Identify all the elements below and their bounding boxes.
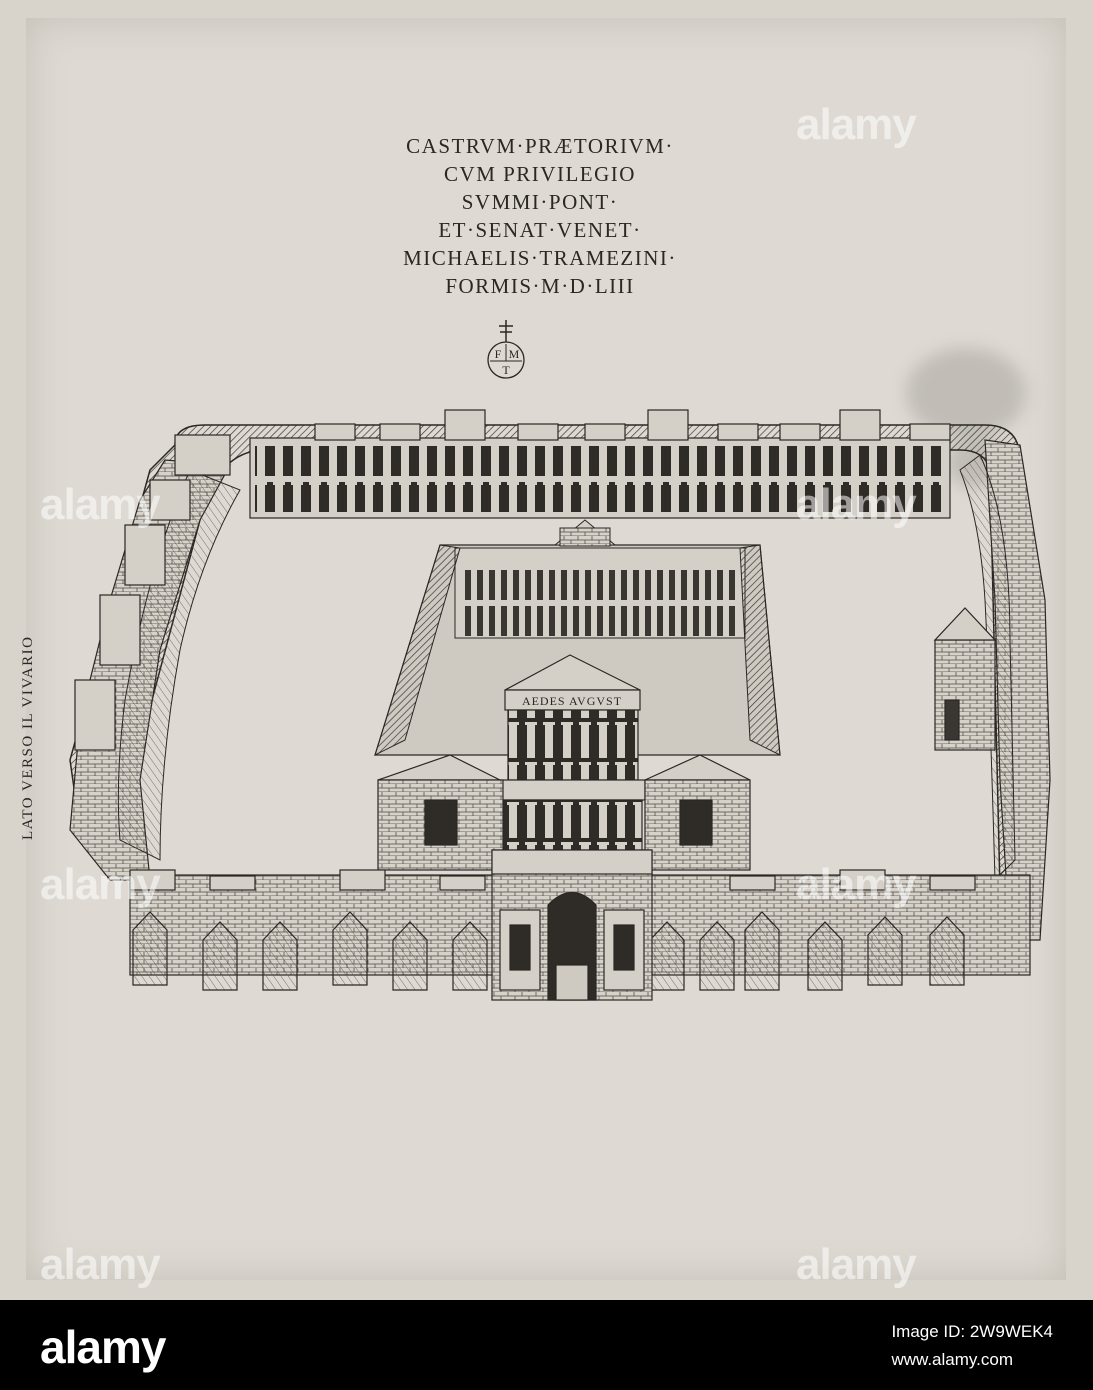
print-title: CASTRVM·PRÆTORIVM· CVM PRIVILEGIO SVMMI·…	[300, 132, 780, 300]
fortress-engraving: AEDES AVGVST	[69, 409, 1051, 1001]
watermark: alamy	[796, 860, 917, 909]
monogram-letter: T	[502, 363, 510, 377]
watermark: alamy	[796, 480, 917, 529]
brand-logo: alamy	[40, 1321, 166, 1373]
watermark: alamy	[40, 860, 161, 909]
publisher-monogram: F M T	[487, 320, 525, 379]
photo-frame: CASTRVM·PRÆTORIVM· CVM PRIVILEGIO SVMMI·…	[0, 0, 1093, 1300]
title-line: SVMMI·PONT·	[461, 190, 619, 214]
monogram-letter: F	[495, 347, 502, 361]
footer-bar: alamy Image ID: 2W9WEK4 www.alamy.com	[0, 1300, 1093, 1390]
title-line: CASTRVM·PRÆTORIVM·	[406, 134, 674, 158]
temple-inscription: AEDES AVGVST	[522, 694, 622, 708]
site-url: www.alamy.com	[891, 1350, 1013, 1369]
watermark: alamy	[40, 480, 161, 529]
title-line: FORMIS·M·D·LIII	[445, 274, 635, 298]
watermark: alamy	[796, 100, 917, 149]
title-line: ET·SENAT·VENET·	[438, 218, 642, 242]
watermark: alamy	[40, 1240, 161, 1289]
title-line: MICHAELIS·TRAMEZINI·	[403, 246, 677, 270]
title-line: CVM PRIVILEGIO	[444, 162, 636, 186]
image-id: Image ID: 2W9WEK4	[891, 1322, 1053, 1341]
footer-meta: Image ID: 2W9WEK4 www.alamy.com	[891, 1318, 1053, 1374]
watermark: alamy	[796, 1240, 917, 1289]
monogram-letter: M	[509, 347, 520, 361]
